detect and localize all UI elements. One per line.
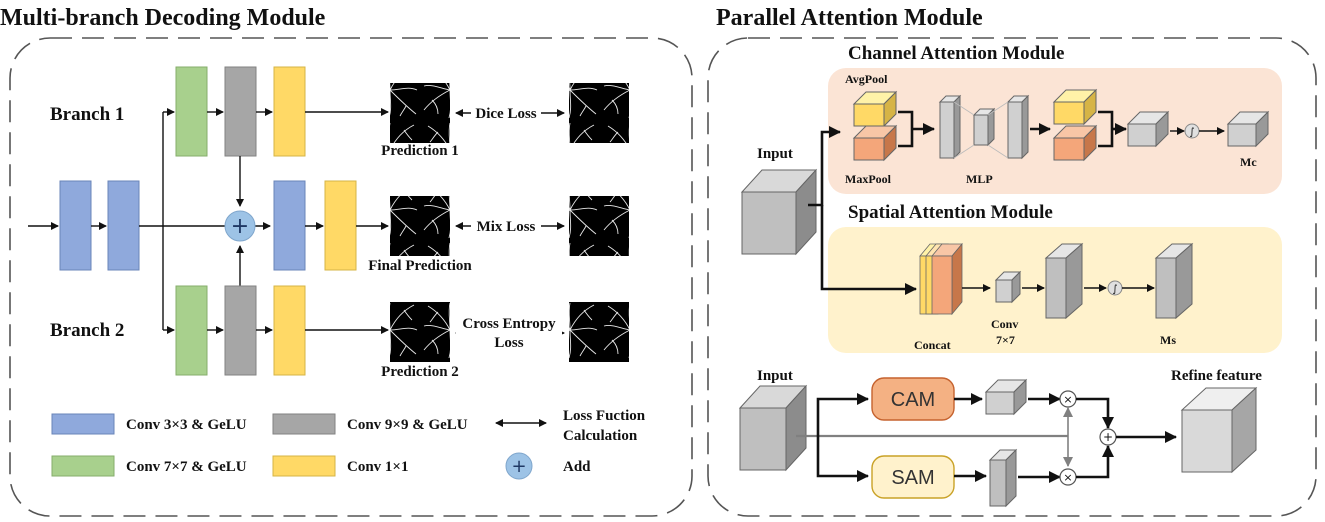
mlp-layer-1 xyxy=(938,94,962,160)
mix-loss-label: Mix Loss xyxy=(477,219,536,235)
conv3-block-2 xyxy=(107,180,140,271)
ground-truth-1 xyxy=(569,83,629,143)
refine-feature-cube xyxy=(1180,386,1258,474)
legend-swatch-conv3 xyxy=(51,413,115,435)
input-to-sam-module-arrow xyxy=(816,436,869,482)
branch2-label: Branch 2 xyxy=(50,320,124,341)
input-to-cam-arrow xyxy=(808,126,841,207)
branch1-label: Branch 1 xyxy=(50,104,124,125)
legend-conv1: Conv 1×1 xyxy=(347,459,408,475)
right-panel-border xyxy=(707,37,1317,517)
legend-add-icon xyxy=(505,452,533,480)
conv3-block-mid xyxy=(273,180,306,271)
legend-swatch-conv9 xyxy=(272,413,336,435)
left-panel-border xyxy=(9,37,693,517)
input-label: Input xyxy=(757,146,793,162)
legend-add: Add xyxy=(563,459,591,475)
ce-loss-bg xyxy=(456,312,562,350)
cam-output-feature xyxy=(984,378,1028,416)
add-fusion-symbol: + xyxy=(1103,430,1113,444)
multiply-top-symbol: × xyxy=(1063,393,1072,406)
final-prediction-image xyxy=(390,196,450,256)
ce-loss-line2: Loss xyxy=(494,335,523,351)
conv1-block-b1 xyxy=(273,66,306,157)
input2-label: Input xyxy=(757,368,793,384)
mc-label: Mc xyxy=(1240,155,1257,169)
mlp-out-orange xyxy=(1052,124,1098,162)
mul-top-to-add-arrow xyxy=(1076,397,1114,429)
cam-title: Channel Attention Module xyxy=(848,43,1064,64)
conv1-block-mid xyxy=(324,180,357,271)
prediction1-image xyxy=(390,83,450,143)
sam-title: Spatial Attention Module xyxy=(848,202,1053,223)
conv-label: Conv xyxy=(991,317,1018,331)
mlp-connections xyxy=(953,101,1009,159)
avgpool-label: AvgPool xyxy=(845,72,888,86)
add-node xyxy=(224,210,256,242)
prediction1-label: Prediction 1 xyxy=(381,143,459,159)
maxpool-label: MaxPool xyxy=(845,172,892,186)
input2-cube xyxy=(738,384,808,472)
concat-label: Concat xyxy=(914,338,951,352)
input-to-cam-module-arrow xyxy=(816,393,869,436)
legend-loss-line2: Calculation xyxy=(563,428,638,444)
mlp-out-yellow xyxy=(1052,88,1098,126)
ms-feature xyxy=(1154,242,1194,320)
legend-swatch-conv7 xyxy=(51,455,115,477)
right-title: Parallel Attention Module xyxy=(716,5,983,31)
legend-add-symbol: + xyxy=(511,456,526,477)
cam-module-label: CAM xyxy=(891,389,935,411)
channel-sum-feature xyxy=(1126,110,1170,148)
legend-loss-line1: Loss Fuction xyxy=(563,408,646,424)
maxpool-feature xyxy=(852,124,898,162)
mix-loss-bg xyxy=(471,216,541,236)
dice-loss-label: Dice Loss xyxy=(475,106,536,122)
ground-truth-mid xyxy=(569,196,629,256)
cam-background xyxy=(828,68,1282,194)
conv3-block-1 xyxy=(59,180,92,271)
ground-truth-2 xyxy=(569,302,629,362)
legend-conv7: Conv 7×7 & GeLU xyxy=(126,459,247,475)
final-prediction-label: Final Prediction xyxy=(368,258,472,274)
prediction2-image xyxy=(390,302,450,362)
dice-loss-bg xyxy=(471,103,541,123)
conv9-block-b2 xyxy=(224,285,257,376)
mlp-layer-3 xyxy=(1006,94,1030,160)
refine-label: Refine feature xyxy=(1171,368,1262,384)
multiply-bottom-symbol: × xyxy=(1063,471,1072,484)
conv7-block-b2 xyxy=(175,285,208,376)
ms-label: Ms xyxy=(1160,333,1176,347)
add-symbol: + xyxy=(231,214,249,239)
ce-loss-line1: Cross Entropy xyxy=(462,316,556,332)
conv1-block-b2 xyxy=(273,285,306,376)
sam-output-feature xyxy=(988,448,1018,508)
conv7-block-b1 xyxy=(175,66,208,157)
legend-swatch-conv1 xyxy=(272,455,336,477)
legend-conv9: Conv 9×9 & GeLU xyxy=(347,417,468,433)
mlp-layer-2 xyxy=(972,107,996,147)
sigmoid-s-symbol: ∫ xyxy=(1112,284,1117,295)
mlp-label: MLP xyxy=(966,172,993,186)
mc-feature xyxy=(1226,110,1270,148)
sigmoid-c-symbol: ∫ xyxy=(1189,127,1194,138)
concat-feature xyxy=(919,242,963,316)
sam-module-label: SAM xyxy=(891,467,934,489)
conv7-small-feature xyxy=(994,270,1022,304)
input-cube xyxy=(740,168,818,256)
conv9-block-b1 xyxy=(224,66,257,157)
mul-bottom-to-add-arrow xyxy=(1076,445,1114,479)
spatial-map-feature xyxy=(1044,242,1084,320)
legend-conv3: Conv 3×3 & GeLU xyxy=(126,417,247,433)
prediction2-label: Prediction 2 xyxy=(381,364,459,380)
left-title: Multi-branch Decoding Module xyxy=(0,5,326,31)
avgpool-feature xyxy=(852,90,898,128)
input-to-sam-arrow xyxy=(820,205,917,295)
conv-size-label: 7×7 xyxy=(996,333,1015,347)
